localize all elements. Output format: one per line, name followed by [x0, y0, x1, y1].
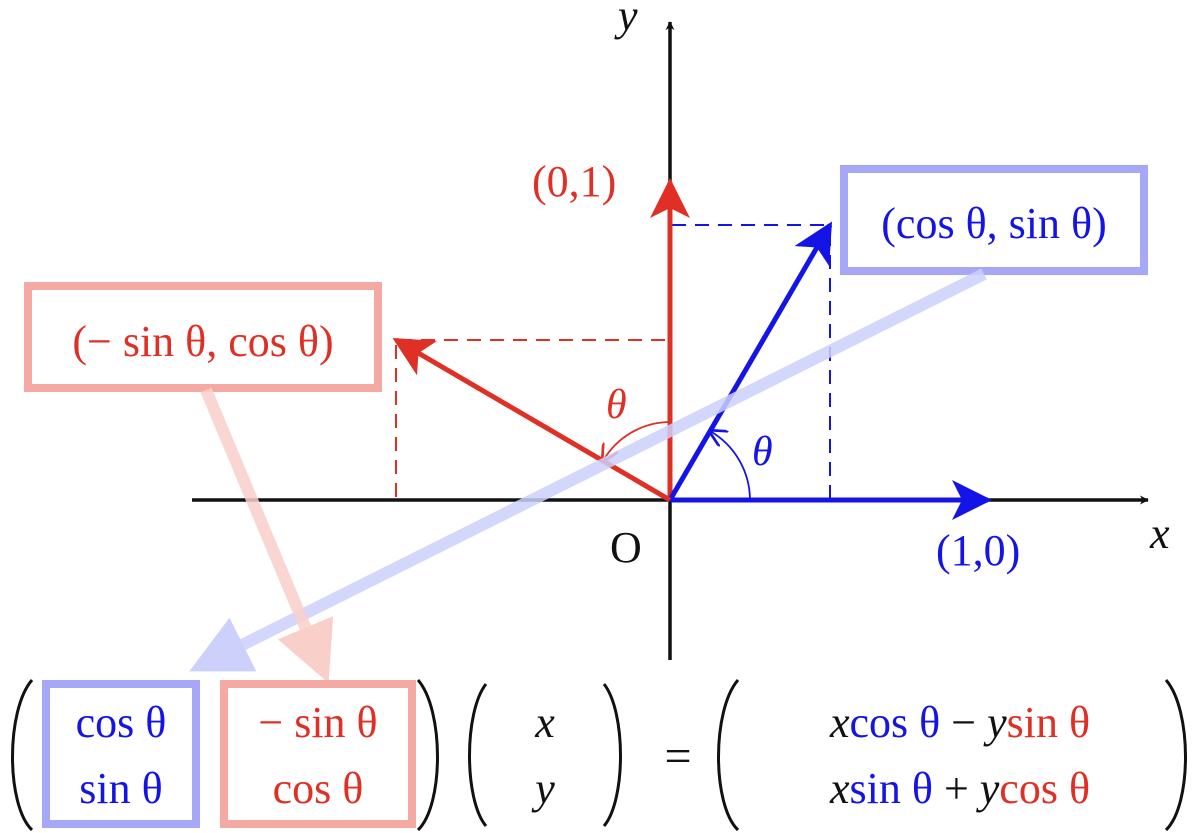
rotated-e2-label: (− sin θ, cos θ) [72, 317, 333, 366]
vector-right-paren [602, 683, 622, 827]
red-angle-label: θ [606, 382, 627, 428]
matrix-col1-box [42, 680, 200, 828]
y-axis-label: y [614, 0, 638, 40]
blue-angle-arc [710, 431, 751, 501]
result-left-paren [717, 679, 740, 832]
vector-x: x [534, 698, 555, 747]
vector-left-paren [468, 683, 488, 827]
matrix-left-paren [11, 679, 34, 832]
x-axis-label: x [1149, 509, 1170, 558]
rotated-e2-box [24, 282, 382, 392]
e2-label: (0,1) [532, 157, 616, 206]
matrix-right-paren [416, 679, 439, 832]
matrix-m12: − sin θ [258, 698, 377, 747]
e1-label: (1,0) [936, 526, 1020, 575]
rotated-e1-label: (cos θ, sin θ) [881, 199, 1106, 248]
red-mapping-arrow [200, 387, 334, 684]
matrix-col2-box [220, 680, 416, 828]
rotated-e1-box [840, 165, 1148, 275]
origin-label: O [610, 523, 642, 572]
blue-angle-label: θ [752, 429, 773, 475]
result-row2: xsin θ + ycos θ [829, 764, 1090, 813]
equals-sign: = [664, 730, 691, 783]
vector-y: y [531, 764, 555, 813]
blue-mapping-arrow [189, 268, 987, 672]
matrix-equation: cos θ sin θ − sin θ cos θ x y = xcos θ −… [11, 679, 1187, 832]
result-right-paren [1164, 679, 1187, 832]
vector-rotated-e1 [667, 221, 833, 502]
matrix-m22: cos θ [273, 764, 364, 813]
vector-rotated-e2 [392, 337, 672, 503]
matrix-m11: cos θ [76, 698, 167, 747]
red-angle-arc [603, 421, 671, 461]
matrix-m21: sin θ [79, 764, 162, 813]
result-row1: xcos θ − ysin θ [829, 698, 1090, 747]
